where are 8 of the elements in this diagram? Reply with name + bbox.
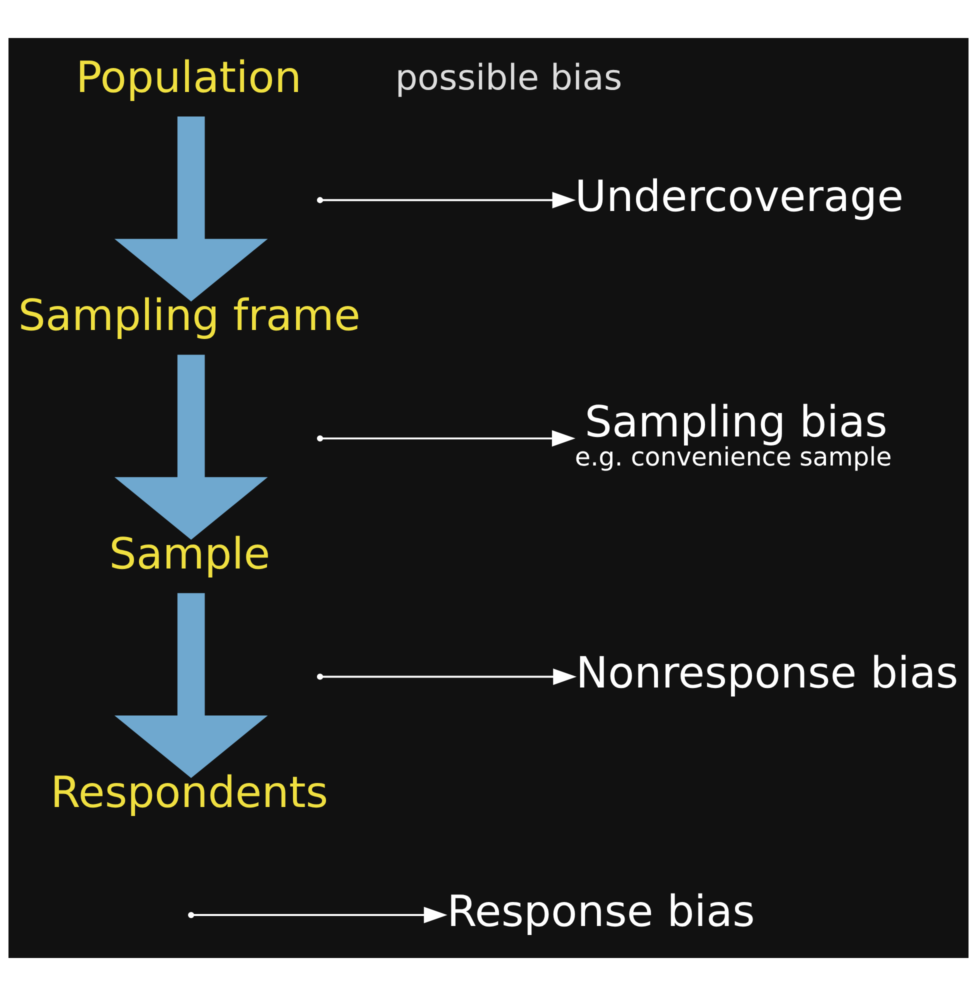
node-text: Respondents — [50, 768, 328, 818]
node-text: Sample — [109, 530, 270, 580]
node-text: Population — [76, 52, 302, 103]
node-text: Undercoverage — [574, 172, 904, 222]
label: possible bias — [395, 58, 622, 99]
node-text: Response bias — [446, 886, 755, 937]
node-text: Nonresponse bias — [576, 648, 958, 699]
node-text: Sampling frame — [18, 291, 360, 342]
